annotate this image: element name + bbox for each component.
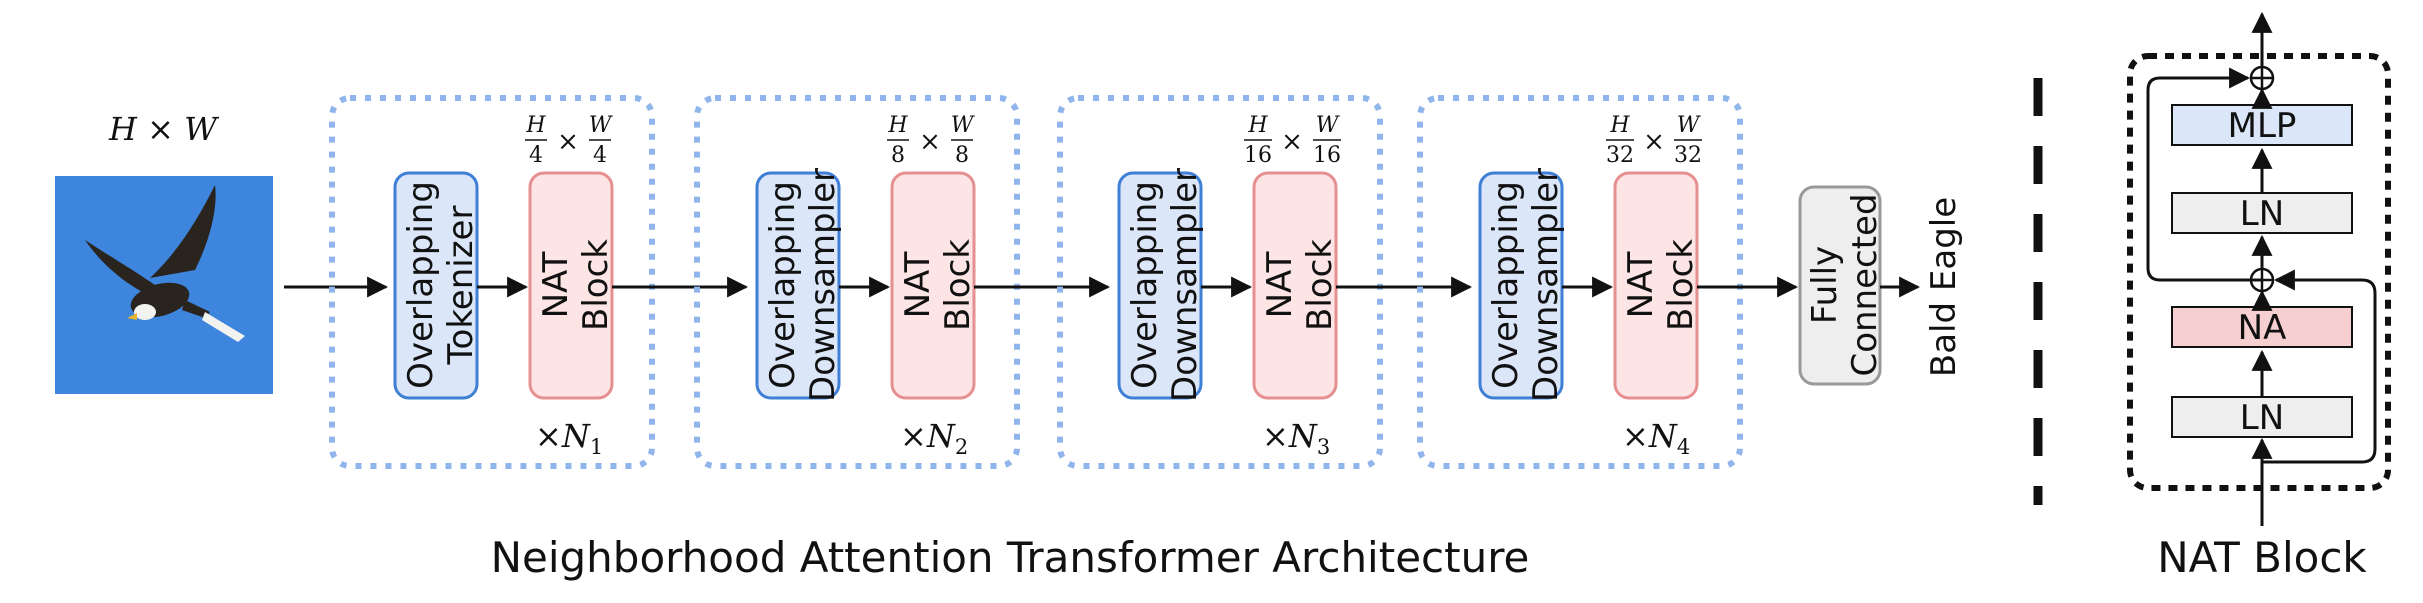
stage-1: OverlappingTokenizer NATBlock H 4 × W 4 … [329,95,655,469]
stage-3-repeat: ×N3 [1262,417,1330,459]
svg-text:LN: LN [2240,194,2284,234]
svg-text:H: H [1247,113,1268,138]
svg-text:W: W [589,113,614,138]
overlapping-downsampler-2-label: OverlappingDownsampler [763,168,843,402]
fully-connected-label: FullyConnected [1805,193,1885,376]
svg-text:×: × [919,127,941,157]
nat-block-detail-title: NAT Block [2157,533,2367,582]
stage-1-border [329,95,655,469]
overlapping-downsampler-4-label: OverlappingDownsampler [1486,168,1566,402]
output-label: Bald Eagle [1924,197,1964,377]
detail-ln-top [2171,192,2353,234]
nat-block-1-label: NATBlock [536,239,616,331]
svg-text:8: 8 [955,143,969,168]
detail-residual-1 [2262,269,2377,464]
stage-2: OverlappingDownsampler NATBlock H 8 × W … [694,95,1020,469]
svg-text:4: 4 [593,143,607,168]
overlapping-tokenizer-label: OverlappingTokenizer [401,181,481,389]
stage-2-border [694,95,1020,469]
stage-1-resolution: H 4 × W 4 [525,113,614,168]
svg-text:×: × [557,127,579,157]
input-size-label: H × W [108,110,220,148]
eagle-image [55,176,273,394]
svg-text:NA: NA [2238,308,2287,348]
svg-text:×: × [1281,127,1303,157]
svg-text:H: H [1609,113,1630,138]
stage-3-resolution: H 16 × W 16 [1244,113,1341,168]
svg-text:W: W [951,113,976,138]
stage-4-repeat: ×N4 [1622,417,1690,459]
svg-text:4: 4 [529,143,543,168]
nat-block-4-label: NATBlock [1621,239,1701,331]
main-title: Neighborhood Attention Transformer Archi… [491,533,1530,582]
svg-text:H: H [525,113,546,138]
stage-1-repeat: ×N1 [535,417,603,459]
nat-block-2-label: NATBlock [898,239,978,331]
svg-text:8: 8 [891,143,905,168]
svg-text:W: W [1677,113,1702,138]
stage-2-repeat: ×N2 [900,417,968,459]
svg-text:32: 32 [1606,143,1634,168]
svg-text:16: 16 [1313,143,1341,168]
stage-4-border [1417,95,1743,469]
svg-text:W: W [1316,113,1341,138]
svg-text:MLP: MLP [2228,106,2297,146]
nat-block-detail-border [2127,53,2391,491]
nat-block-detail: LN NA LN MLP NAT Block [2127,11,2391,582]
nat-block-3-label: NATBlock [1260,239,1340,331]
detail-na [2171,306,2353,348]
stage-3: OverlappingDownsampler NATBlock H 16 × W… [1057,95,1383,469]
detail-mlp [2171,104,2353,146]
svg-text:16: 16 [1244,143,1272,168]
detail-residual-2 [2146,67,2262,282]
stage-4-resolution: H 32 × W 32 [1606,113,1702,168]
overlapping-downsampler-3-label: OverlappingDownsampler [1125,168,1205,402]
stage-3-border [1057,95,1383,469]
stage-4: OverlappingDownsampler NATBlock H 32 × W… [1417,95,1743,469]
svg-text:LN: LN [2240,398,2284,438]
svg-text:32: 32 [1674,143,1702,168]
svg-text:×: × [1643,127,1665,157]
stage-2-resolution: H 8 × W 8 [887,113,976,168]
svg-text:H: H [887,113,908,138]
